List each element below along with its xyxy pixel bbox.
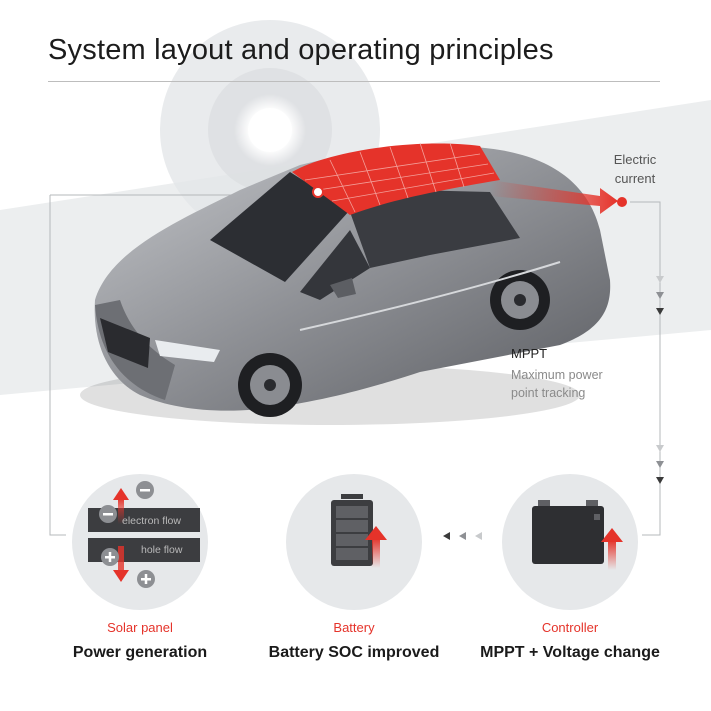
left-arrows [443, 532, 482, 540]
battery-title: Battery SOC improved [268, 644, 440, 661]
controller-icon [532, 500, 623, 570]
solar-panel-label: Solar panel [107, 620, 173, 635]
electric-current-label: Electric current [613, 152, 657, 186]
battery-label: Battery [333, 620, 375, 635]
hole-flow-label: hole flow [141, 544, 183, 556]
mppt-description: Maximum power point tracking [511, 368, 603, 400]
title-divider [48, 81, 660, 82]
mppt-title: MPPT [511, 346, 548, 361]
page-title: System layout and operating principles [48, 34, 554, 66]
solar-cell-icon [88, 481, 200, 588]
battery-icon [331, 494, 387, 568]
down-arrows-lower [656, 445, 664, 484]
controller-label: Controller [541, 620, 599, 635]
sun-icon [234, 94, 306, 166]
controller-title: MPPT + Voltage change [480, 644, 660, 661]
down-arrows-upper [656, 276, 664, 315]
solar-panel-title: Power generation [72, 644, 208, 661]
electron-flow-label: electron flow [122, 515, 181, 527]
electric-current-arrow [490, 180, 627, 214]
car-illustration [80, 142, 611, 425]
